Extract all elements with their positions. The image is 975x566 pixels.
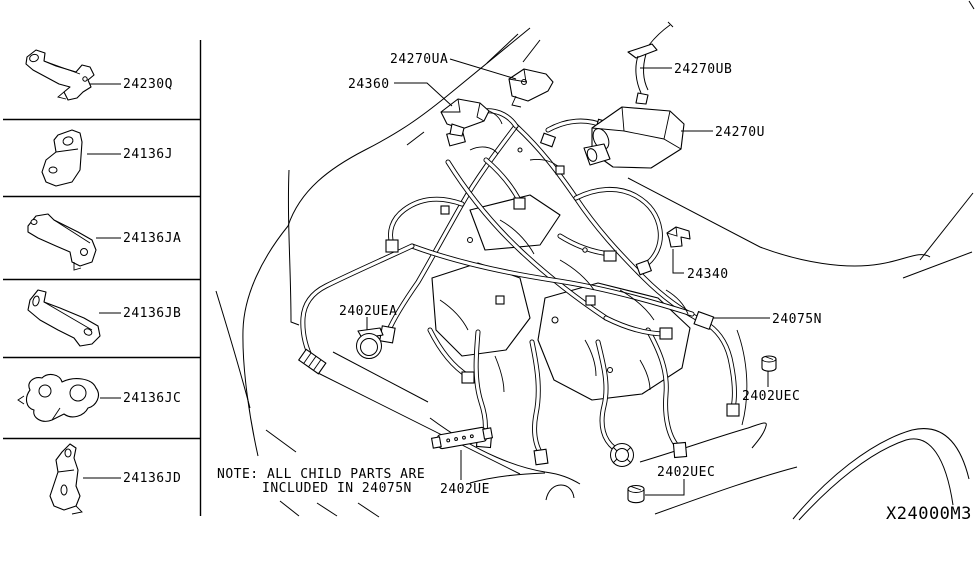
callout-label-24360[interactable]: 24360 bbox=[348, 77, 390, 92]
left-panel-leader-lines bbox=[83, 83, 121, 479]
bracket-24136jd-drawing bbox=[49, 443, 83, 515]
main-leader-lines bbox=[366, 58, 770, 496]
callout-label-24270ub[interactable]: 24270UB bbox=[674, 62, 733, 77]
part-24270u-drawing bbox=[583, 106, 685, 169]
part-label-24136jb[interactable]: 24136JB bbox=[123, 306, 182, 321]
callout-label-2402uec-right[interactable]: 2402UEC bbox=[742, 389, 801, 404]
bracket-24136jc-drawing bbox=[17, 373, 99, 422]
engine-harness-drawing bbox=[297, 111, 740, 467]
part-24360-drawing bbox=[440, 98, 503, 137]
part-label-24136jc[interactable]: 24136JC bbox=[123, 391, 182, 406]
callout-label-24075n[interactable]: 24075N bbox=[772, 312, 822, 327]
note-line-2: INCLUDED IN 24075N bbox=[262, 481, 412, 496]
part-24340-drawing bbox=[666, 226, 691, 248]
callout-label-24270ua[interactable]: 24270UA bbox=[390, 52, 449, 67]
engine-block-outline bbox=[431, 194, 748, 426]
car-body-outline bbox=[215, 0, 975, 521]
callout-label-2402ue[interactable]: 2402UE bbox=[440, 482, 490, 497]
part-24270ua-drawing bbox=[508, 68, 554, 108]
part-2402uea-drawing bbox=[356, 327, 384, 359]
bracket-24136jb-drawing bbox=[27, 289, 101, 347]
callout-label-2402uec-bottom[interactable]: 2402UEC bbox=[657, 465, 716, 480]
bracket-24230q-drawing bbox=[25, 49, 95, 101]
note-line-1: NOTE: ALL CHILD PARTS ARE bbox=[217, 467, 426, 482]
part-2402ue-drawing bbox=[430, 426, 494, 450]
drawing-code: X24000M3 bbox=[886, 504, 972, 524]
bracket-24136ja-drawing bbox=[27, 213, 97, 271]
part-label-24136ja[interactable]: 24136JA bbox=[123, 231, 182, 246]
callout-label-2402uea[interactable]: 2402UEA bbox=[339, 304, 398, 319]
part-label-24136j[interactable]: 24136J bbox=[123, 147, 173, 162]
callout-label-24340[interactable]: 24340 bbox=[687, 267, 729, 282]
part-24270ub-drawing bbox=[627, 21, 674, 105]
part-label-24136jd[interactable]: 24136JD bbox=[123, 471, 182, 486]
bracket-24136j-drawing bbox=[41, 129, 83, 187]
part-label-24230q[interactable]: 24230Q bbox=[123, 77, 173, 92]
callout-label-24270u[interactable]: 24270U bbox=[715, 125, 765, 140]
part-2402uec-bottom-drawing bbox=[627, 484, 645, 504]
left-panel-grid bbox=[3, 40, 202, 516]
part-2402uec-right-drawing bbox=[761, 355, 777, 372]
